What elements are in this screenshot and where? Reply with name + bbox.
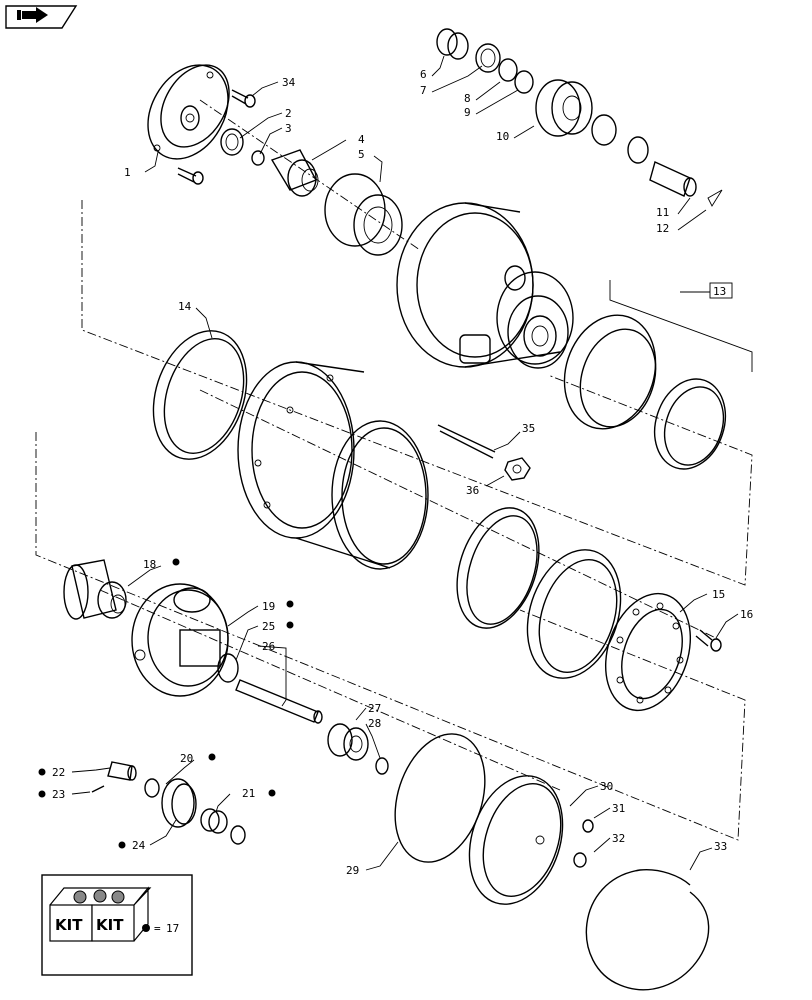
callout-30: 30: [600, 780, 613, 793]
stud-35: [437, 424, 496, 459]
upper-assembly-box: [81, 200, 753, 586]
callout-2: 2: [285, 107, 292, 120]
callout-21: 21: [242, 787, 255, 800]
ring-14: [152, 330, 248, 460]
callout-27: 27: [368, 702, 381, 715]
callout-19: 19: [262, 600, 275, 613]
callout-36: 36: [466, 484, 479, 497]
planetary-housing: [237, 361, 429, 570]
plug-31: [582, 819, 594, 833]
end-cover-30: [468, 775, 564, 905]
callout-22: 22: [52, 766, 65, 779]
planet-gear-24: [161, 778, 197, 828]
planet-carrier: [131, 583, 229, 697]
callout-labels: 1 2 3 4 5 6 7 8 9 10 11 12 13 14 15 16 1…: [52, 68, 753, 877]
ring-9: [514, 70, 534, 94]
lower-assembly-box: [35, 432, 746, 841]
bolt-ring-15: [604, 592, 692, 712]
pin-11: [649, 161, 697, 197]
plug-32: [573, 852, 587, 868]
snap-ring-33: [585, 869, 710, 991]
cover-plate: [147, 64, 230, 160]
kit-number: 17: [166, 922, 179, 935]
callout-11: 11: [656, 206, 669, 219]
ring-8: [498, 58, 518, 82]
gear-10: [535, 79, 593, 137]
screw-1: [177, 167, 204, 185]
callout-26: 26: [262, 640, 275, 653]
kit-label-1: KIT: [55, 916, 83, 934]
o-ring-29: [394, 733, 486, 863]
bearing-5: [324, 173, 403, 256]
callout-32: 32: [612, 832, 625, 845]
o-ring: [456, 507, 540, 629]
callout-13: 13: [713, 285, 726, 298]
bearing-cup-7: [475, 43, 501, 73]
kit-dots: [38, 558, 294, 849]
kit-label-2: KIT: [96, 916, 124, 934]
callout-29: 29: [346, 864, 359, 877]
snap-ring-25: [217, 653, 239, 683]
callout-9: 9: [464, 106, 471, 119]
input-shaft: [270, 149, 319, 197]
callout-4: 4: [358, 133, 365, 146]
bolt-16: [695, 629, 722, 652]
callout-25: 25: [262, 620, 275, 633]
callout-35: 35: [522, 422, 535, 435]
callout-16: 16: [740, 608, 753, 621]
callout-28: 28: [368, 717, 381, 730]
callout-24: 24: [132, 839, 146, 852]
washer-28: [375, 757, 389, 775]
gear-27: [327, 723, 369, 761]
pin-23: [91, 785, 105, 793]
callout-8: 8: [464, 92, 471, 105]
bolt-34: [231, 89, 256, 108]
clip-12: [707, 189, 723, 207]
callout-14: 14: [178, 300, 192, 313]
kit-legend: KIT KIT = 17: [41, 874, 193, 976]
forward-arrow-icon: [22, 7, 48, 23]
callout-23: 23: [52, 788, 65, 801]
shaft-26: [235, 679, 323, 724]
forward-nav-button[interactable]: [5, 5, 78, 29]
callout-34: 34: [282, 76, 296, 89]
seal-ring-13: [563, 314, 657, 430]
needle-bearing-21: [200, 808, 228, 834]
o-ring-13b: [653, 378, 727, 470]
callout-5: 5: [358, 148, 365, 161]
callout-box-13: [709, 282, 733, 299]
callout-1: 1: [124, 166, 131, 179]
kit-equals: =: [154, 922, 161, 935]
callout-31: 31: [612, 802, 625, 815]
ring-gear: [526, 549, 622, 679]
callout-3: 3: [285, 122, 292, 135]
callout-15: 15: [712, 588, 725, 601]
callout-18: 18: [143, 558, 156, 571]
spline-gear-18: [63, 559, 127, 620]
callout-7: 7: [420, 84, 427, 97]
wheel-hub: [396, 202, 574, 369]
washer-2: [220, 128, 244, 156]
leader-lines: [71, 55, 739, 871]
callout-20: 20: [180, 752, 193, 765]
callout-10: 10: [496, 130, 509, 143]
callout-6: 6: [420, 68, 427, 81]
callout-12: 12: [656, 222, 669, 235]
nut-36: [504, 457, 531, 481]
snap-ring-3: [251, 150, 265, 166]
bearing-cone-6: [436, 28, 469, 60]
pin-22: [107, 761, 137, 781]
callout-33: 33: [714, 840, 727, 853]
washer-20: [144, 778, 160, 798]
